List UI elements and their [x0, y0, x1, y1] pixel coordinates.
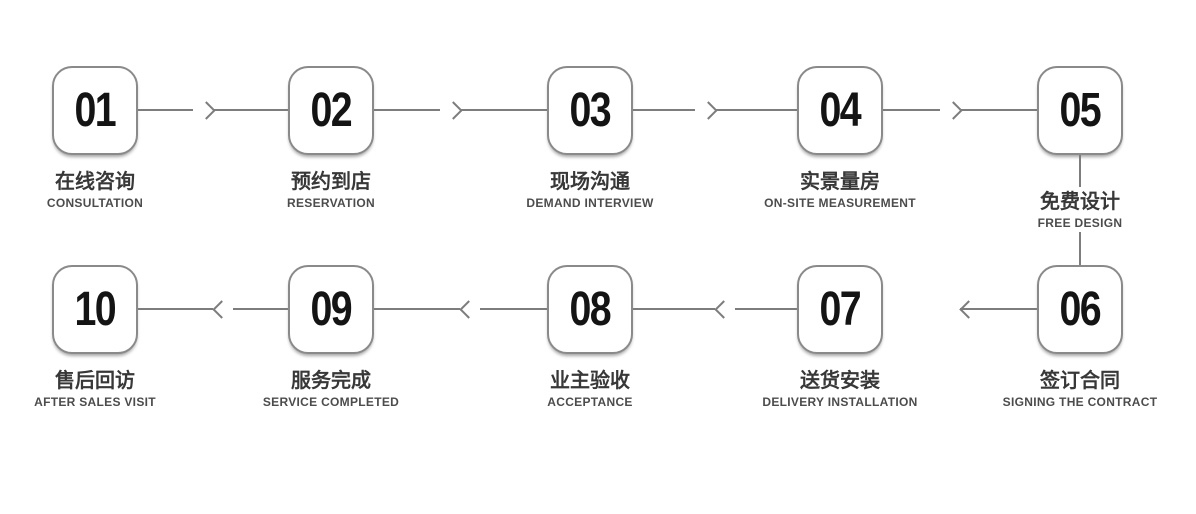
step-number: 03 [569, 83, 612, 137]
flow-line [980, 308, 1037, 310]
flow-line [715, 109, 797, 111]
flow-step-09: 09 服务完成 SERVICE COMPLETED [231, 265, 431, 409]
flow-line [138, 308, 213, 310]
step-title-en: SIGNING THE CONTRACT [1002, 395, 1158, 409]
step-box: 01 [52, 66, 138, 155]
flow-line [213, 109, 288, 111]
step-number: 06 [1059, 282, 1102, 336]
step-box: 09 [288, 265, 374, 354]
step-number: 08 [569, 282, 612, 336]
step-number: 09 [310, 282, 353, 336]
step-number: 05 [1059, 83, 1102, 137]
step-title-en: DEMAND INTERVIEW [526, 196, 654, 210]
flow-step-10: 10 售后回访 AFTER SALES VISIT [0, 265, 195, 409]
step-title-en: ACCEPTANCE [547, 395, 633, 409]
step-number: 04 [819, 83, 862, 137]
flow-line [883, 109, 940, 111]
step-title-zh: 预约到店 [291, 171, 371, 193]
vertical-connector [1079, 155, 1081, 187]
step-number: 01 [74, 83, 117, 137]
flow-step-03: 03 现场沟通 DEMAND INTERVIEW [490, 66, 690, 210]
flow-line [374, 109, 440, 111]
flow-line [480, 308, 547, 310]
step-title-zh: 签订合同 [1040, 370, 1120, 392]
flow-line [460, 109, 547, 111]
step-box: 02 [288, 66, 374, 155]
step-title-en: ON-SITE MEASUREMENT [764, 196, 916, 210]
flow-line [138, 109, 193, 111]
step-title-zh: 售后回访 [55, 370, 135, 392]
step-title-en: AFTER SALES VISIT [34, 395, 156, 409]
flow-step-01: 01 在线咨询 CONSULTATION [0, 66, 195, 210]
arrow-left-icon [959, 300, 978, 319]
step-number: 10 [74, 282, 117, 336]
step-number: 07 [819, 282, 862, 336]
step-number: 02 [310, 83, 353, 137]
step-box: 10 [52, 265, 138, 354]
arrow-left-icon [714, 300, 733, 319]
step-box: 07 [797, 265, 883, 354]
step-box: 08 [547, 265, 633, 354]
step-box: 04 [797, 66, 883, 155]
flow-line [633, 109, 695, 111]
flow-step-07: 07 送货安装 DELIVERY INSTALLATION [740, 265, 940, 409]
step-title-en: CONSULTATION [46, 196, 144, 210]
step-box: 05 [1037, 66, 1123, 155]
flow-step-02: 02 预约到店 RESERVATION [231, 66, 431, 210]
step-box: 06 [1037, 265, 1123, 354]
flow-step-04: 04 实景量房 ON-SITE MEASUREMENT [740, 66, 940, 210]
flow-line [960, 109, 1037, 111]
flow-line [374, 308, 460, 310]
flow-step-05: 05 免费设计 FREE DESIGN [980, 66, 1180, 230]
step-title-zh: 服务完成 [291, 370, 371, 392]
step-title-zh: 业主验收 [550, 370, 630, 392]
vertical-connector [1079, 232, 1081, 265]
arrow-left-icon [459, 300, 478, 319]
flow-line [233, 308, 288, 310]
flow-line [735, 308, 797, 310]
flow-line [633, 308, 715, 310]
step-title-zh: 实景量房 [800, 171, 880, 193]
flow-step-06: 06 签订合同 SIGNING THE CONTRACT [980, 265, 1180, 409]
step-title-en: FREE DESIGN [1037, 216, 1123, 230]
flow-step-08: 08 业主验收 ACCEPTANCE [490, 265, 690, 409]
step-title-zh: 在线咨询 [55, 171, 135, 193]
step-title-en: RESERVATION [287, 196, 375, 210]
arrow-left-icon [212, 300, 231, 319]
step-title-en: SERVICE COMPLETED [262, 395, 400, 409]
step-title-zh: 免费设计 [1040, 191, 1120, 213]
step-title-zh: 送货安装 [800, 370, 880, 392]
step-title-zh: 现场沟通 [550, 171, 630, 193]
step-box: 03 [547, 66, 633, 155]
step-title-en: DELIVERY INSTALLATION [762, 395, 918, 409]
